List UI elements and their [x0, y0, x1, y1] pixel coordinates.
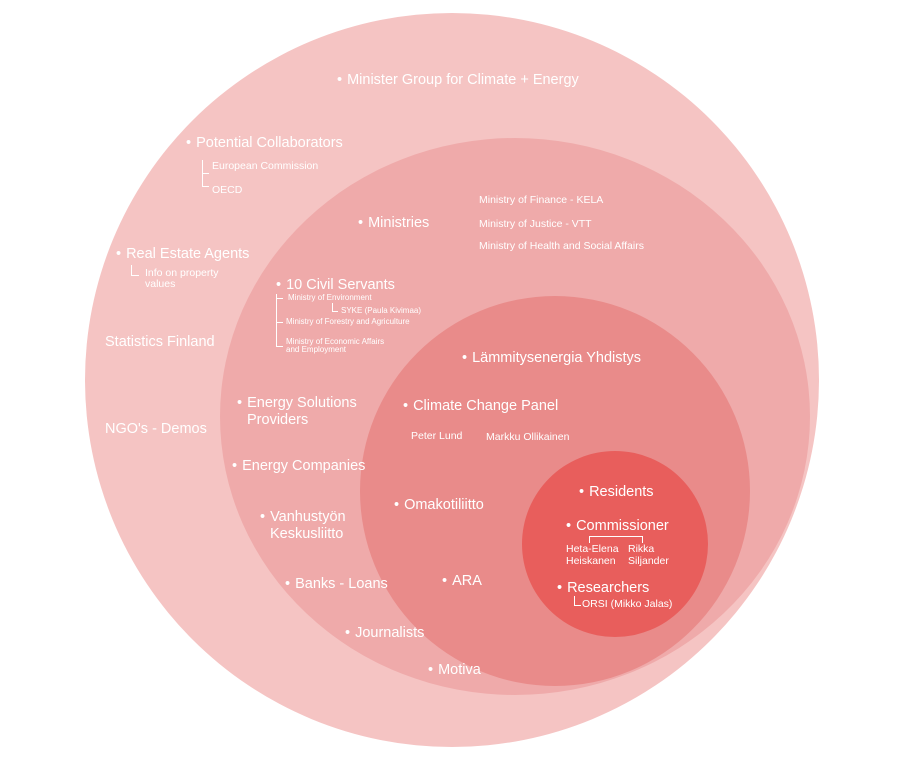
- commissioner-connector: [589, 536, 643, 537]
- real-estate-connector: [131, 265, 132, 275]
- statistics-finland-label: Statistics Finland: [105, 334, 215, 350]
- syke-label: SYKE (Paula Kivimaa): [341, 306, 422, 315]
- residents-label: Residents: [579, 484, 653, 501]
- ministry-forestry-label: Ministry of Forestry and Agriculture: [286, 317, 410, 326]
- omakotiliitto-label: Omakotiliitto: [394, 497, 484, 514]
- property-values-label: Info on property values: [145, 267, 219, 290]
- heta-elena-label: Heta-Elena Heiskanen: [566, 543, 619, 568]
- civil-servants-connector-tick: [276, 322, 283, 323]
- ara-label: ARA: [442, 573, 482, 590]
- civil-servants-connector-tick: [276, 346, 283, 347]
- orsi-label: ORSI (Mikko Jalas): [582, 598, 673, 610]
- environment-connector-tick: [332, 311, 338, 312]
- ministries-label: Ministries: [358, 215, 429, 232]
- environment-connector: [332, 303, 333, 311]
- european-commission-label: European Commission: [212, 160, 319, 172]
- civil-servants-label: 10 Civil Servants: [276, 277, 395, 294]
- ministry-health-label: Ministry of Health and Social Affairs: [479, 240, 644, 252]
- collaborators-connector-tick: [202, 173, 209, 174]
- civil-servants-connector-tick: [276, 298, 283, 299]
- civil-servants-connector: [276, 294, 277, 346]
- collaborators-connector-tick: [202, 186, 209, 187]
- vanhustyon-label: Vanhustyön Keskusliitto: [260, 509, 370, 542]
- commissioner-connector-right: [642, 536, 643, 543]
- real-estate-connector-tick: [131, 275, 139, 276]
- lammitysenergia-label: Lämmitysenergia Yhdistys: [462, 350, 641, 367]
- rikka-label: Rikka Siljander: [628, 543, 669, 568]
- motiva-label: Motiva: [428, 662, 481, 679]
- ministry-finance-label: Ministry of Finance - KELA: [479, 194, 604, 206]
- potential-collaborators-label: Potential Collaborators: [186, 135, 343, 152]
- real-estate-agents-label: Real Estate Agents: [116, 246, 249, 263]
- commissioner-label: Commissioner: [566, 518, 669, 535]
- ministry-economic-label: Ministry of Economic Affairs and Employm…: [286, 337, 385, 355]
- minister-group-label: Minister Group for Climate + Energy: [337, 72, 579, 89]
- peter-lund-label: Peter Lund: [411, 430, 463, 442]
- energy-solutions-label: Energy Solutions Providers: [237, 395, 387, 428]
- commissioner-connector-left: [589, 536, 590, 543]
- ministry-environment-label: Ministry of Environment: [288, 293, 372, 302]
- ngos-label: NGO's - Demos: [105, 421, 207, 437]
- markku-label: Markku Ollikainen: [486, 431, 570, 443]
- energy-companies-label: Energy Companies: [232, 458, 365, 475]
- ministry-justice-label: Ministry of Justice - VTT: [479, 218, 592, 230]
- researchers-connector: [574, 596, 575, 605]
- researchers-connector-tick: [574, 605, 581, 606]
- oecd-label: OECD: [212, 184, 243, 196]
- journalists-label: Journalists: [345, 625, 424, 642]
- researchers-label: Researchers: [557, 580, 649, 597]
- core-ring: [522, 451, 708, 637]
- banks-label: Banks - Loans: [285, 576, 388, 593]
- climate-panel-label: Climate Change Panel: [403, 398, 558, 415]
